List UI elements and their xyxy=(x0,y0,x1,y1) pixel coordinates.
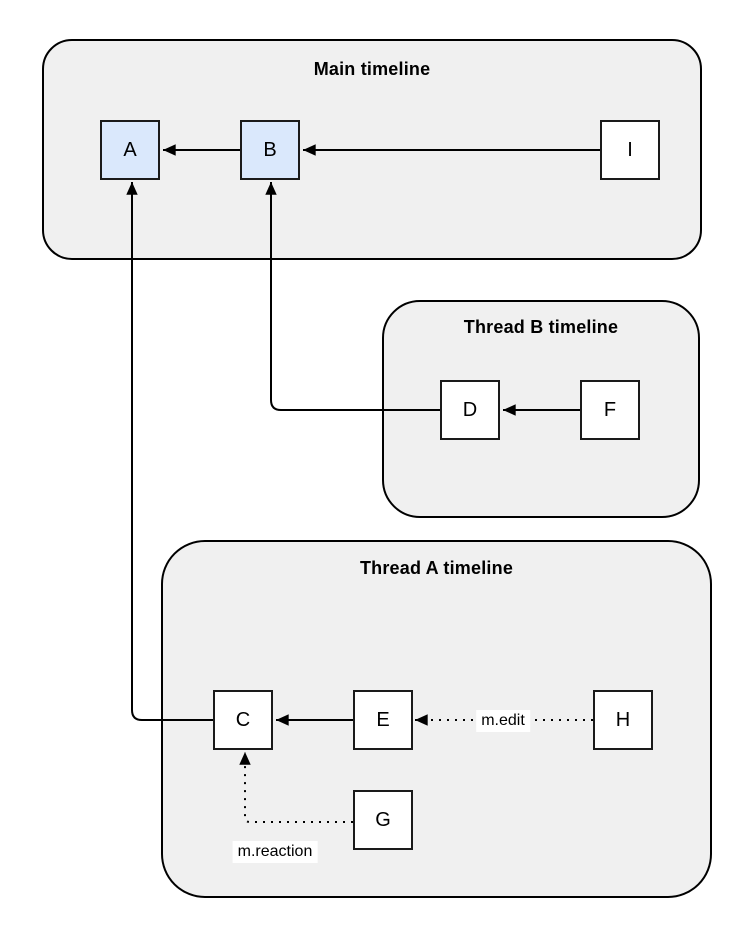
node-event-d: D xyxy=(440,380,500,440)
container-title-thread-b: Thread B timeline xyxy=(463,317,619,337)
node-label-d: D xyxy=(462,398,478,421)
node-label-i: I xyxy=(627,138,633,161)
container-thread-b-timeline: Thread B timeline xyxy=(382,300,700,518)
edge-label-m-reaction: m.reaction xyxy=(232,841,318,863)
node-label-a: A xyxy=(123,138,137,161)
node-event-a: A xyxy=(100,120,160,180)
node-label-b: B xyxy=(263,138,277,161)
node-event-c: C xyxy=(213,690,273,750)
container-title-thread-a: Thread A timeline xyxy=(359,558,514,578)
node-event-b: B xyxy=(240,120,300,180)
edge-label-m-edit: m.edit xyxy=(476,710,530,732)
node-event-f: F xyxy=(580,380,640,440)
node-label-g: G xyxy=(375,808,391,831)
node-event-e: E xyxy=(353,690,413,750)
node-label-c: C xyxy=(235,708,251,731)
node-event-g: G xyxy=(353,790,413,850)
node-label-f: F xyxy=(603,398,617,421)
node-label-h: H xyxy=(615,708,631,731)
node-event-h: H xyxy=(593,690,653,750)
node-event-i: I xyxy=(600,120,660,180)
container-title-main: Main timeline xyxy=(313,59,431,79)
node-label-e: E xyxy=(376,708,390,731)
